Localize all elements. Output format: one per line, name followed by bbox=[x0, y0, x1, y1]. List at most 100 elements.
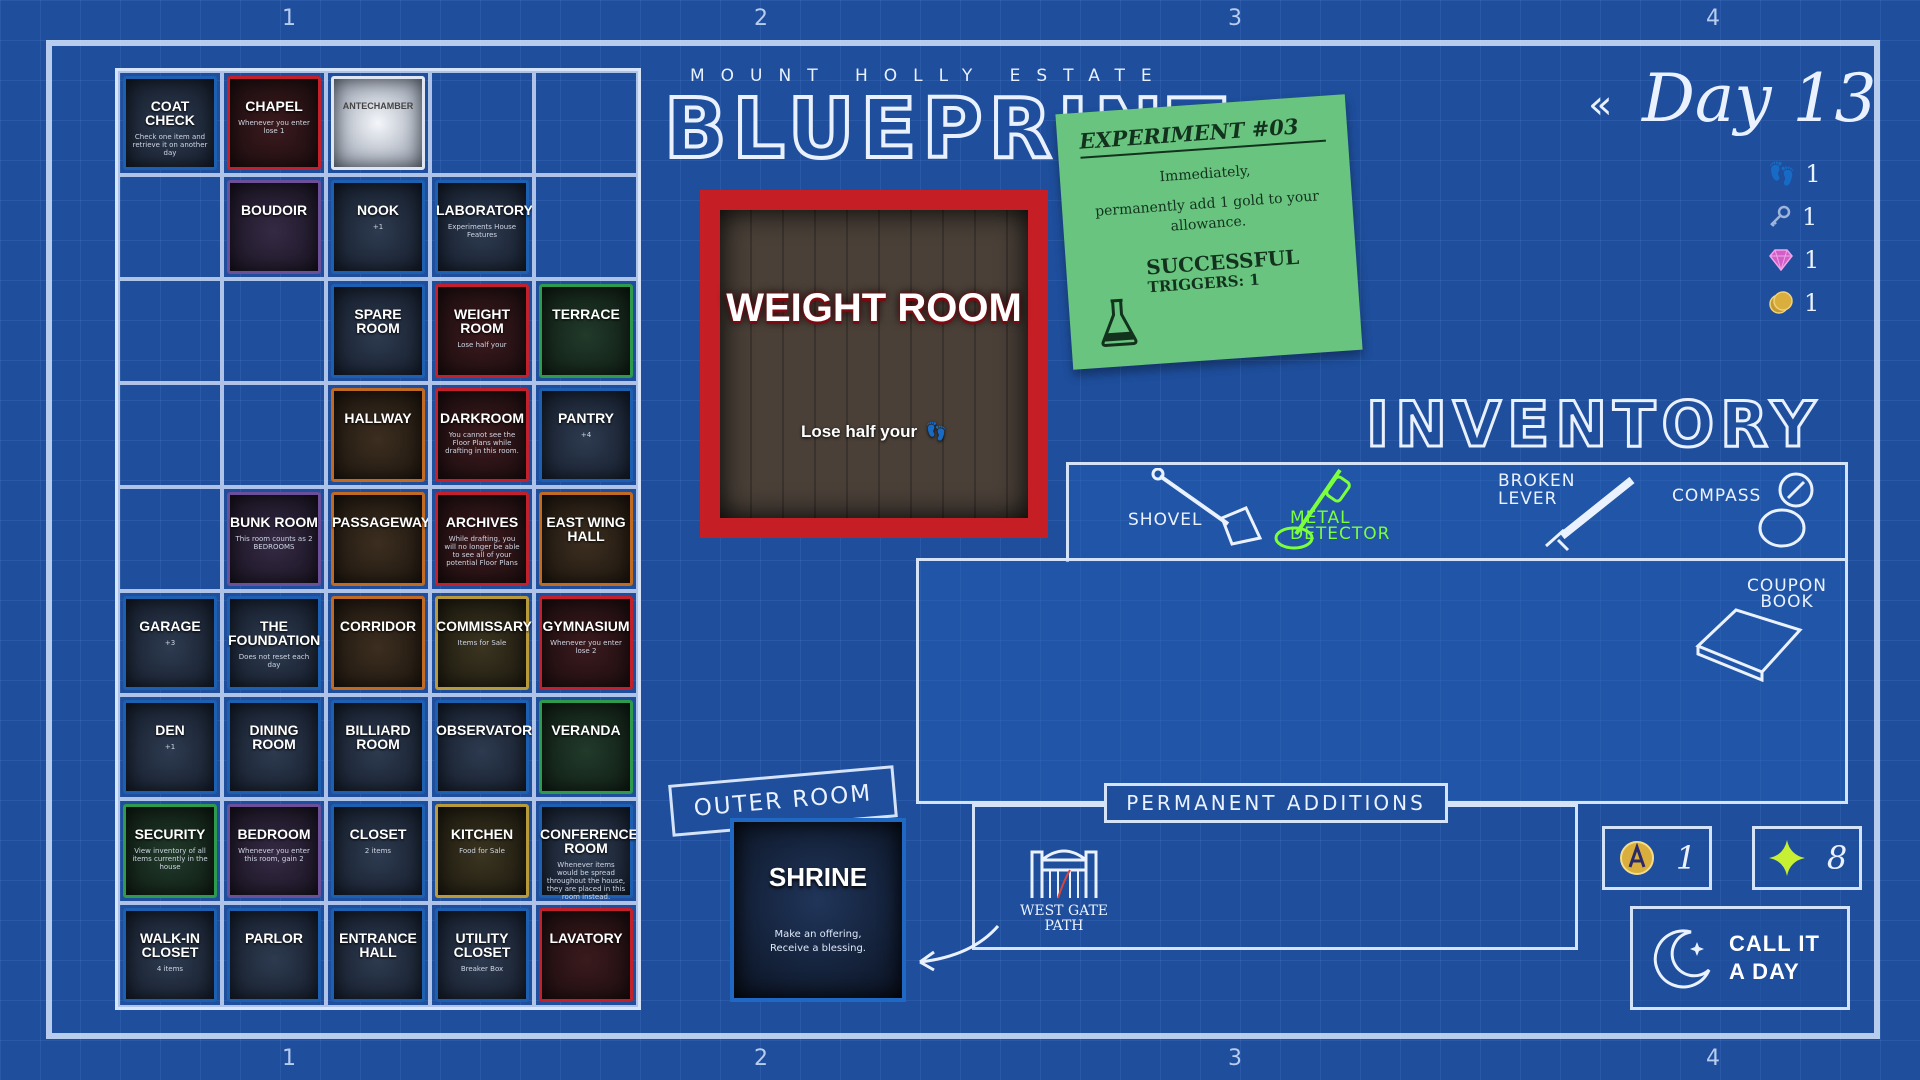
shrine-desc: Make an offering, Receive a blessing. bbox=[734, 928, 902, 956]
outer-room-shrine[interactable]: SHRINE Make an offering, Receive a bless… bbox=[730, 818, 906, 1002]
grid-cell[interactable] bbox=[222, 383, 326, 487]
room-desc: Breaker Box bbox=[460, 965, 504, 973]
room-name: OBSERVATORY bbox=[436, 722, 534, 738]
room-tile[interactable]: OBSERVATORY bbox=[435, 700, 534, 794]
inventory-item-coupon-book[interactable]: COUPON BOOK bbox=[1695, 578, 1832, 682]
room-name: BILLIARD ROOM bbox=[345, 722, 411, 752]
room-desc: 4 items bbox=[156, 965, 184, 973]
room-tile[interactable]: NOOK+1 bbox=[331, 180, 425, 274]
room-name: BUNK ROOM bbox=[230, 514, 318, 530]
grid-cell: LAVATORY bbox=[534, 903, 638, 1007]
permanent-item-west-gate[interactable]: WEST GATE PATH bbox=[1004, 840, 1124, 934]
room-tile[interactable]: CORRIDOR bbox=[331, 596, 425, 690]
inventory-item-metal-detector[interactable]: METAL DETECTOR bbox=[1274, 468, 1389, 550]
room-tile[interactable]: ENTRANCE HALL bbox=[331, 908, 425, 1002]
grid-cell[interactable] bbox=[118, 383, 222, 487]
previous-day-icon[interactable]: « bbox=[1588, 82, 1613, 128]
room-tile[interactable]: PARLOR bbox=[227, 908, 321, 1002]
compass-label: COMPASS bbox=[1672, 486, 1762, 506]
room-tile[interactable]: DINING ROOM bbox=[227, 700, 321, 794]
room-tile[interactable]: SPARE ROOM bbox=[331, 284, 425, 378]
room-tile[interactable]: LAVATORY bbox=[539, 908, 633, 1002]
room-tile[interactable]: BUNK ROOM This room counts as 2 BEDROOMS bbox=[227, 492, 321, 586]
shrine-desc-line-1: Make an offering, bbox=[774, 929, 862, 940]
steps-value: 1 bbox=[1805, 160, 1821, 188]
room-name: PANTRY bbox=[558, 410, 614, 426]
inventory-item-compass[interactable]: COMPASS bbox=[1672, 472, 1814, 548]
call-it-a-day-line-2: A DAY bbox=[1729, 959, 1800, 984]
counter-coins: 1 bbox=[1768, 289, 1819, 317]
coins-value: 1 bbox=[1804, 289, 1820, 317]
room-name: COAT CHECK bbox=[145, 98, 195, 128]
room-name: ENTRANCE HALL bbox=[339, 930, 417, 960]
room-desc: 2 items bbox=[364, 847, 392, 855]
grid-cell: OBSERVATORY bbox=[430, 695, 534, 799]
room-name: CLOSET bbox=[349, 826, 407, 842]
grid-cell: PANTRY+4 bbox=[534, 383, 638, 487]
room-tile[interactable]: BOUDOIR bbox=[227, 180, 321, 274]
footsteps-icon: 👣 bbox=[925, 422, 948, 441]
blueprint-frame bbox=[46, 40, 1880, 1039]
grid-cell: GARAGE+3 bbox=[118, 591, 222, 695]
ruler-bottom-4: 4 bbox=[1706, 1046, 1720, 1071]
inventory-item-broken-lever[interactable]: BROKEN LEVER bbox=[1498, 472, 1635, 552]
grid-cell[interactable] bbox=[534, 71, 638, 175]
room-tile[interactable]: TERRACE bbox=[539, 284, 633, 378]
grid-cell[interactable] bbox=[118, 279, 222, 383]
grid-cell[interactable] bbox=[430, 71, 534, 175]
grid-cell[interactable] bbox=[222, 279, 326, 383]
grid-cell[interactable] bbox=[534, 175, 638, 279]
room-tile[interactable]: DEN+1 bbox=[123, 700, 217, 794]
room-tile[interactable]: PASSAGEWAY bbox=[331, 492, 430, 586]
inventory-item-shovel[interactable]: SHOVEL bbox=[1128, 468, 1263, 546]
room-tile[interactable]: EAST WING HALL bbox=[539, 492, 633, 586]
room-tile[interactable]: CLOSET 2 items bbox=[331, 804, 425, 898]
room-tile[interactable]: GARAGE+3 bbox=[123, 596, 217, 690]
room-tile[interactable]: BILLIARD ROOM bbox=[331, 700, 425, 794]
room-tile[interactable]: HALLWAY bbox=[331, 388, 425, 482]
room-desc: While drafting, you will no longer be ab… bbox=[444, 535, 520, 567]
room-desc: Whenever you enter lose 2 bbox=[550, 639, 622, 655]
room-desc: This room counts as 2 BEDROOMS bbox=[235, 535, 313, 551]
grid-cell[interactable] bbox=[118, 175, 222, 279]
allowance-stat: 1 bbox=[1602, 826, 1712, 890]
call-it-a-day-button[interactable]: CALL IT A DAY bbox=[1630, 906, 1850, 1010]
shovel-label: SHOVEL bbox=[1128, 510, 1203, 530]
room-desc: Food for Sale bbox=[459, 847, 505, 855]
room-tile[interactable]: ANTECHAMBER bbox=[331, 76, 425, 170]
room-name: NOOK bbox=[357, 202, 399, 218]
featured-room-desc-text: Lose half your bbox=[800, 422, 918, 441]
room-name: ANTECHAMBER bbox=[342, 101, 414, 111]
room-name: PASSAGEWAY bbox=[332, 514, 430, 530]
room-tile[interactable]: PANTRY+4 bbox=[539, 388, 633, 482]
grid-cell: EAST WING HALL bbox=[534, 487, 638, 591]
permanent-additions-label: PERMANENT ADDITIONS bbox=[1104, 783, 1448, 823]
room-name: BOUDOIR bbox=[240, 202, 308, 218]
room-name: CHAPEL bbox=[245, 98, 303, 114]
room-tile[interactable]: VERANDA bbox=[539, 700, 633, 794]
room-name: CORRIDOR bbox=[339, 618, 417, 634]
grid-cell[interactable] bbox=[118, 487, 222, 591]
room-desc: +3 bbox=[164, 639, 176, 647]
inventory-title: INVENTORY bbox=[1364, 387, 1822, 463]
